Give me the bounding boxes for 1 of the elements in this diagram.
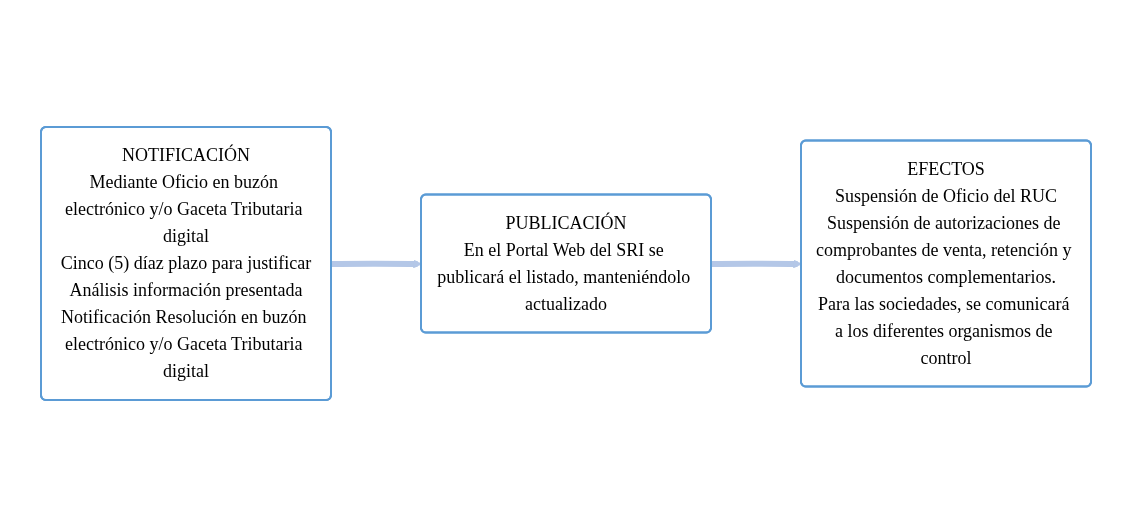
node-text: NOTIFICACIÓN Mediante Oficio en buzón electrónico y/o Gaceta Tributaria digital Cinco (5) díaz plazo para justificar Análisis información presentada Notificación Resolución en buzón electrónico y/o Gaceta Tributaria digital: [60, 145, 311, 381]
